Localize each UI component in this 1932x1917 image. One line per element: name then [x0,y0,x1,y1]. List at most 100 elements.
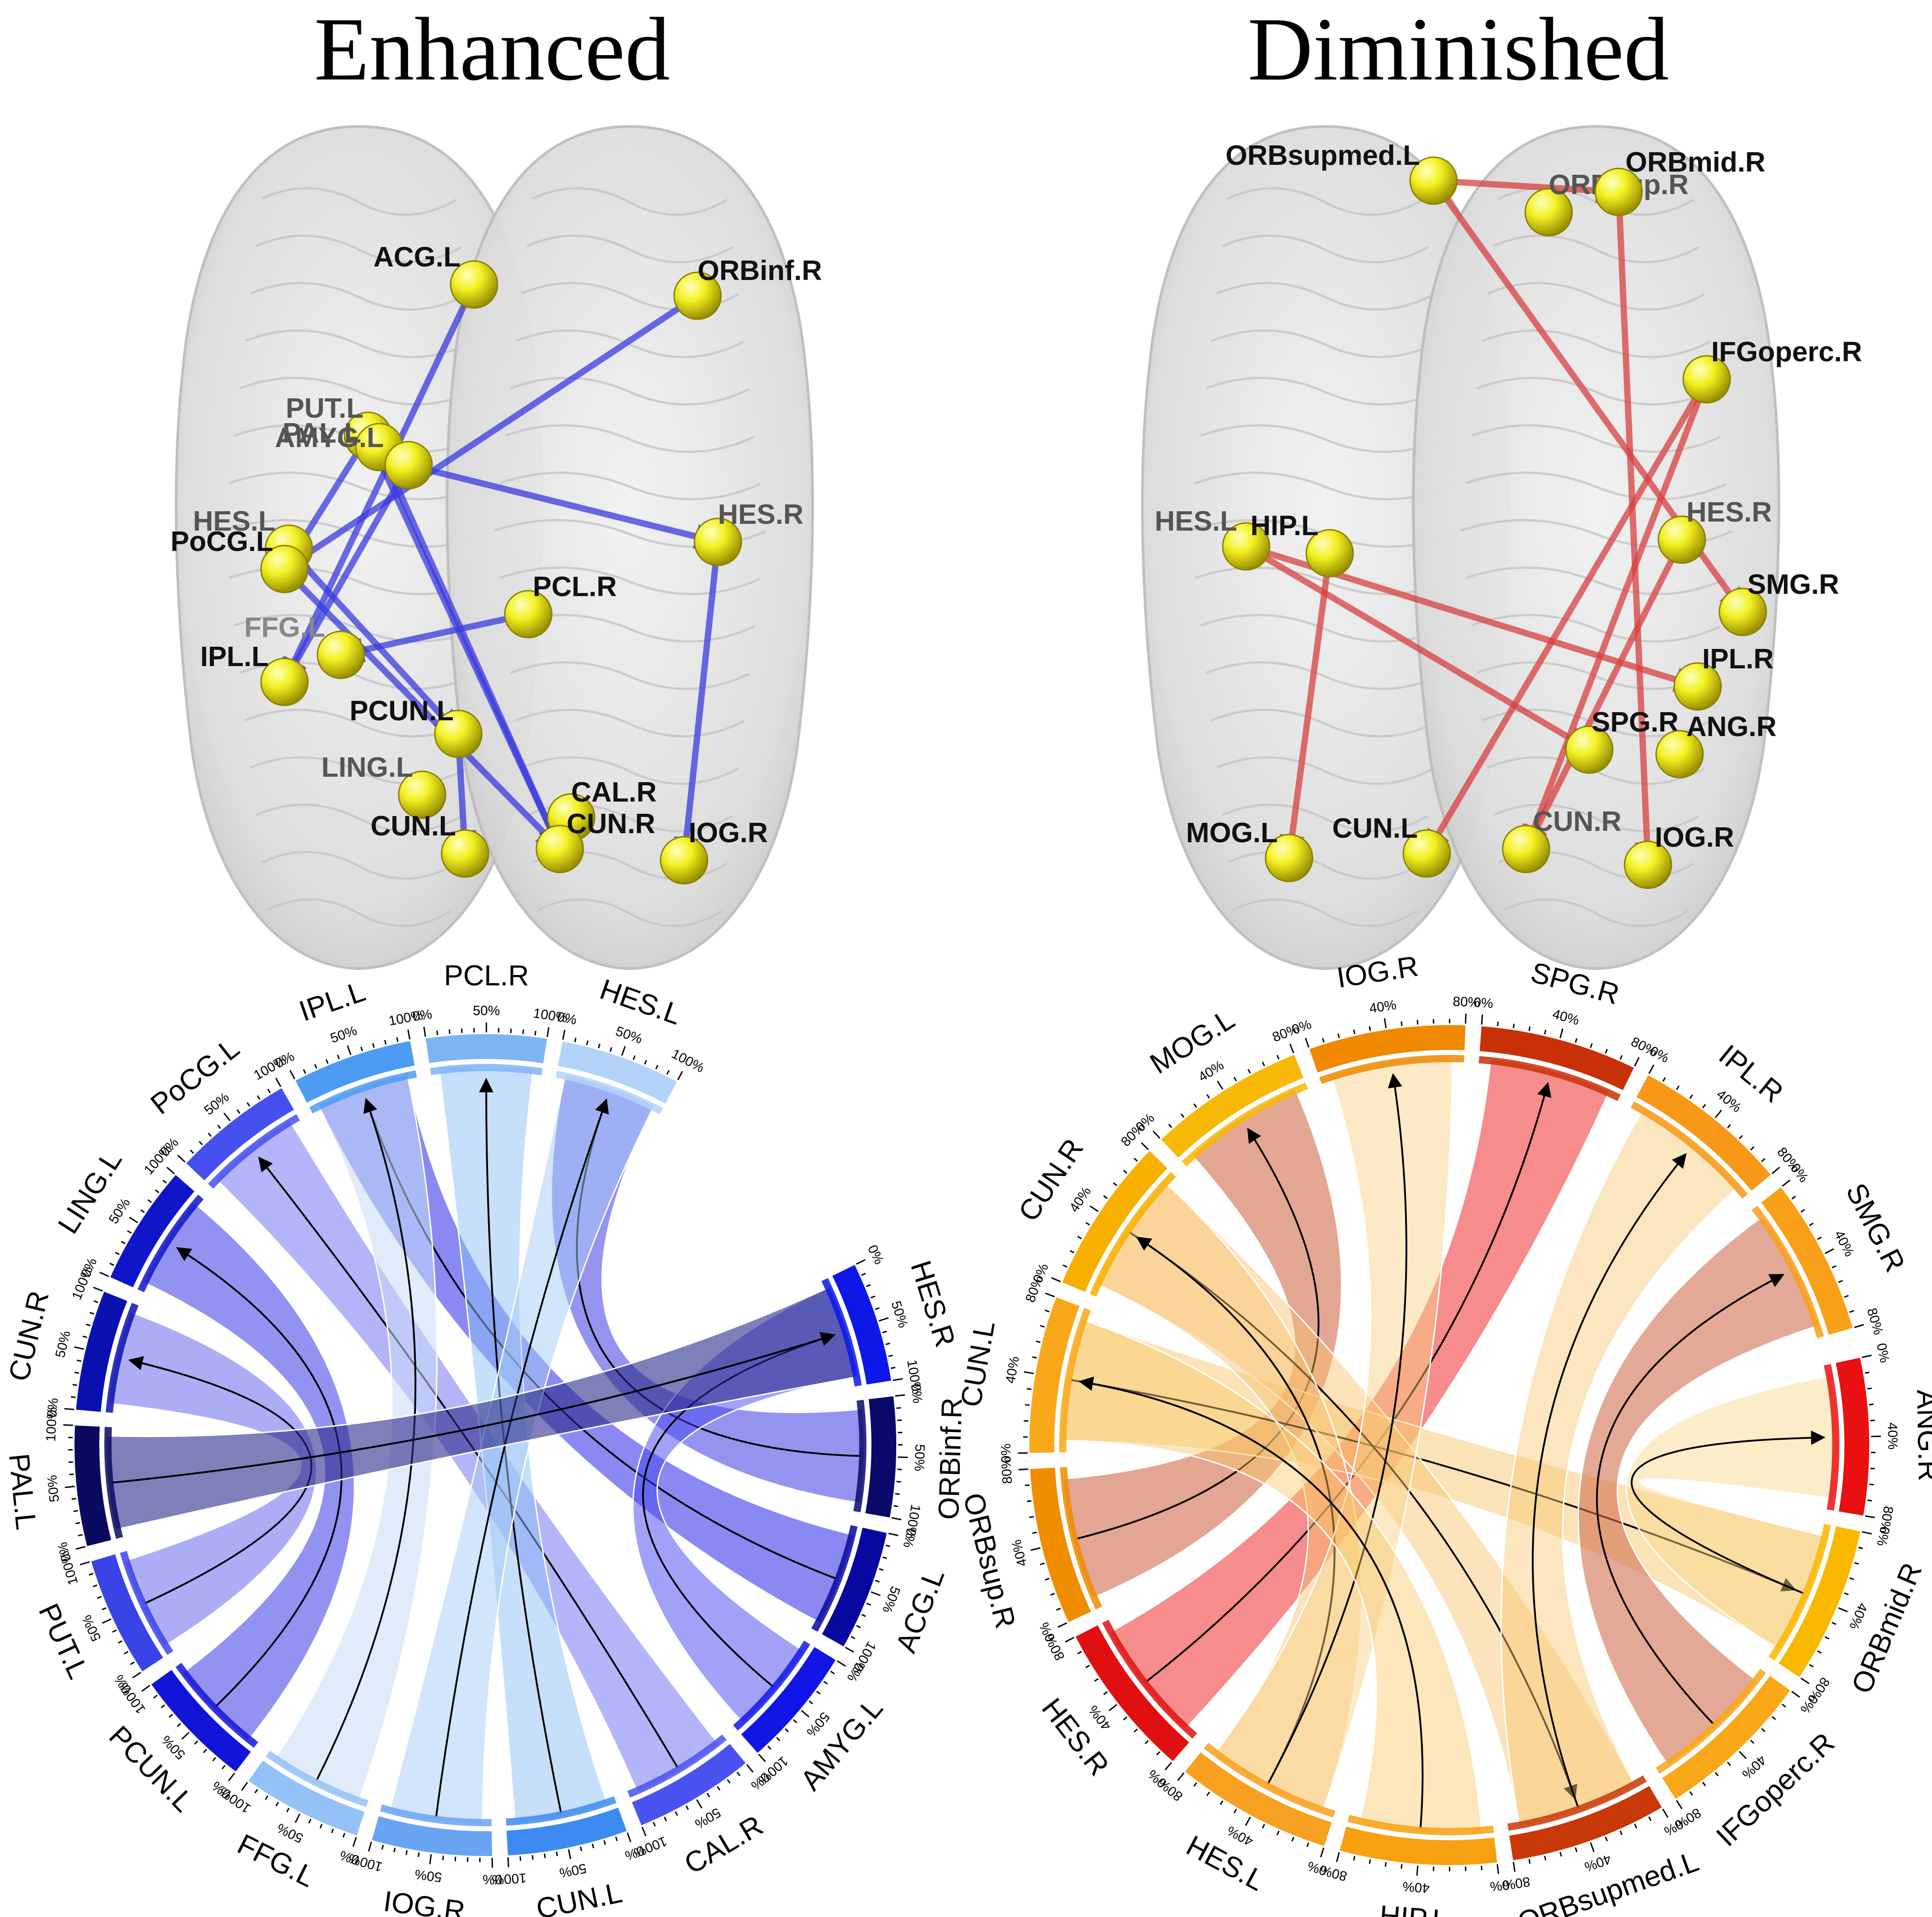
enhanced-node [504,590,553,639]
enhanced-edge [674,541,721,863]
enhanced-tick [208,1133,212,1137]
diminished-tick [1838,1280,1843,1283]
enhanced-tick [767,1745,772,1750]
enhanced-segment-label: ACG.L [889,1564,951,1657]
diminished-link-line [1532,1153,1687,1808]
enhanced-tick [124,1651,129,1655]
diminished-tick [1094,1678,1099,1682]
diminished-tick [1800,1677,1810,1684]
diminished-tick-label: 40% [1551,1007,1581,1028]
diminished-tick [1085,1665,1090,1669]
enhanced-edge [282,293,699,572]
diminished-tick-label: 0% [999,1443,1014,1463]
enhanced-segment-inner [208,1114,300,1189]
enhanced-tick [79,1561,90,1566]
diminished-tick [1220,1800,1224,1805]
enhanced-tick-label: 0% [900,1527,919,1549]
enhanced-tick-label: 0% [623,1842,647,1863]
enhanced-node-label: CUN.L [371,811,456,842]
enhanced-segment [74,1425,112,1546]
enhanced-tick [898,1456,908,1458]
enhanced-tick [598,1044,601,1049]
enhanced-tick [381,1845,384,1850]
diminished-node [1655,730,1704,779]
enhanced-segment-inner [821,1278,862,1387]
diminished-tick-label: 0% [1874,1525,1892,1547]
enhanced-node-label: HES.L [193,506,275,537]
diminished-edge [1523,538,1685,852]
diminished-node [1222,522,1271,571]
enhanced-tick-label: 50% [106,1196,133,1227]
enhanced-segment-label: HES.R [904,1257,962,1351]
diminished-tick [1133,1157,1138,1162]
diminished-segment [1029,1297,1080,1453]
diminished-tick [1854,1562,1859,1565]
diminished-tick [1689,1094,1693,1099]
diminished-tick [1056,1608,1061,1611]
enhanced-tick [652,1822,656,1827]
diminished-tick [1103,1691,1108,1695]
diminished-link-line [1076,1128,1320,1540]
diminished-tick [1077,1651,1082,1655]
diminished-tick [1248,1069,1251,1074]
diminished-tick [1032,1356,1037,1359]
diminished-tick [1513,1861,1516,1872]
enhanced-tick [801,1710,810,1718]
enhanced-tick-label: 100% [669,1046,707,1076]
enhanced-tick [429,1854,432,1865]
enhanced-node-label: PUT.L [286,393,363,424]
diminished-tick [1103,1195,1108,1199]
enhanced-tick-label: 0% [865,1243,887,1267]
enhanced-tick [851,1636,856,1639]
diminished-tick [1337,1033,1340,1038]
enhanced-tick-label: 0% [45,1397,61,1418]
enhanced-segment-inner [733,1640,810,1731]
diminished-segment [1185,1752,1332,1846]
diminished-gyrus [1476,377,1716,406]
diminished-tick [1817,1650,1822,1654]
enhanced-tick [776,1737,781,1741]
enhanced-segment-label: PoCG.L [144,1031,245,1120]
diminished-node [1565,725,1614,774]
enhanced-tick [337,1054,340,1059]
enhanced-edge [286,546,461,736]
diminished-tick [1809,1664,1814,1668]
enhanced-segment [865,1396,896,1518]
diminished-link-line [1078,1376,1424,1829]
diminished-node-label: MOG.L [1186,817,1278,849]
diminished-tick [1662,1077,1666,1082]
diminished-node [1624,840,1672,889]
title-enhanced: Enhanced [314,0,670,99]
diminished-gyrus [1503,898,1689,927]
enhanced-tick [89,1312,94,1315]
enhanced-tick [71,1497,76,1500]
enhanced-tick [879,1317,889,1322]
enhanced-segment-label: CUN.R [2,1288,55,1385]
enhanced-tick [736,1772,740,1777]
diminished-tick [1831,1622,1837,1625]
enhanced-segment-label: CUN.L [533,1876,625,1917]
diminished-tick-label: 40% [1224,1823,1256,1849]
diminished-tick [1513,1023,1515,1029]
enhanced-tick [644,1060,647,1065]
enhanced-edge [376,446,563,852]
enhanced-node-label: PAL.L [283,418,362,449]
enhanced-tick [76,1359,82,1362]
diminished-tick [1164,1762,1172,1771]
enhanced-right-hemisphere [446,125,814,970]
enhanced-tick [793,1719,797,1723]
diminished-tick [1108,1704,1117,1712]
enhanced-tick [875,1580,880,1583]
enhanced-tick [823,1681,828,1685]
diminished-tick [1869,1483,1874,1486]
enhanced-node-label: AMYG.L [275,422,384,453]
enhanced-tick-label: 50% [692,1805,723,1831]
enhanced-tick [885,1343,890,1345]
diminished-segment [1662,1676,1790,1799]
enhanced-tick [325,1059,329,1064]
enhanced-tick-label: 100% [43,1407,60,1442]
enhanced-tick [861,1614,866,1617]
enhanced-tick [69,1474,74,1475]
enhanced-node [317,630,365,679]
enhanced-segment [186,1088,294,1180]
